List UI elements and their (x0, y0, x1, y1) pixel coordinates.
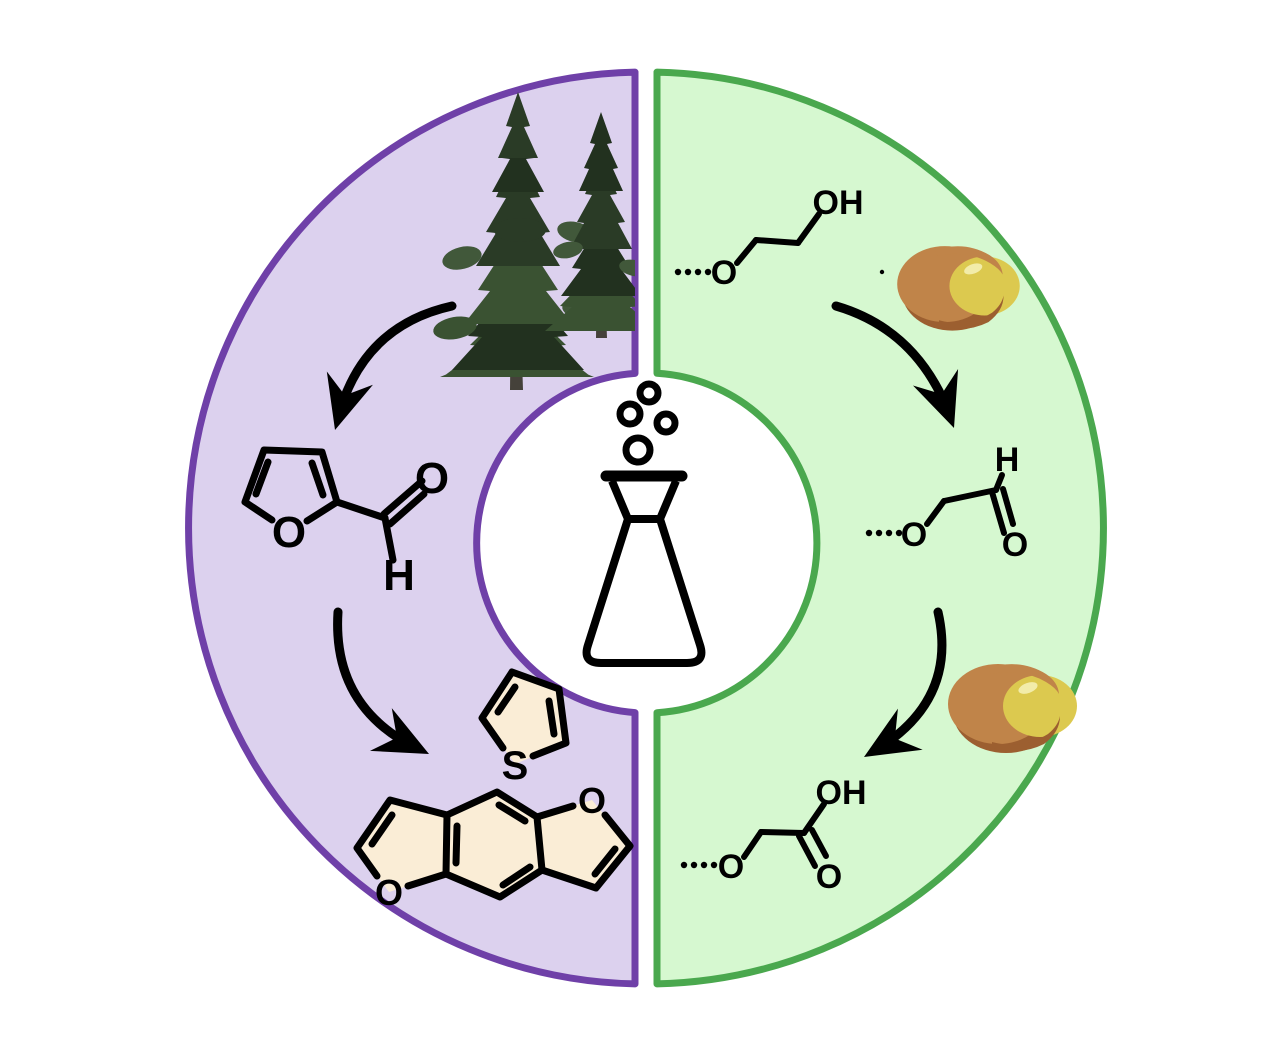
bubble-icon (622, 434, 654, 466)
curved-arrow-aldehyde-to-acid (864, 607, 947, 757)
peg-acid-carbonyl-oxygen-label: O (816, 858, 842, 896)
furfural-carbonyl-oxygen-label: O (415, 454, 449, 503)
thiophene-sulfur-label: S (502, 744, 529, 788)
pine-trees-image (433, 92, 635, 390)
peg-acid-structure: O OH O (680, 774, 867, 896)
furfural-structure: O O H (241, 446, 449, 600)
enzyme-icon-bottom (948, 664, 1077, 753)
ether-linkage-dots (865, 529, 873, 537)
peg-aldehyde-carbonyl-oxygen-label: O (1002, 526, 1028, 564)
curved-arrow-furfural-to-products (333, 607, 429, 754)
benzodifuran-right-oxygen-label: O (578, 780, 606, 821)
bubble-icon (653, 410, 679, 436)
curved-arrow-trees-to-furfural (326, 301, 457, 430)
furfural-ring-oxygen-label: O (272, 508, 306, 557)
peg-aldehyde-structure: O H O (865, 441, 1028, 564)
ether-linkage-dots (680, 861, 688, 869)
bubble-icon (616, 400, 644, 428)
peg-alcohol-hydroxyl-label: OH (813, 184, 864, 222)
pine-tree-small (545, 112, 635, 338)
enzyme-icon-top (897, 246, 1020, 331)
benzodifuran-left-oxygen-label: O (375, 872, 403, 913)
peg-alcohol-ether-oxygen-label: O (711, 254, 737, 292)
speck-dot (879, 269, 885, 275)
peg-acid-hydroxyl-label: OH (816, 774, 867, 812)
bubble-icon (636, 380, 662, 406)
erlenmeyer-flask-icon (582, 380, 706, 667)
peg-acid-ether-oxygen-label: O (718, 848, 744, 886)
furfural-aldehyde-h-label: H (383, 551, 415, 600)
peg-aldehyde-ether-oxygen-label: O (901, 516, 927, 554)
thiophene-structure: S (478, 668, 570, 788)
benzodifuran-structure: O O (353, 780, 634, 913)
peg-alcohol-structure: O OH (674, 184, 864, 292)
ether-linkage-dots (674, 268, 682, 276)
curved-arrow-alcohol-to-aldehyde (831, 301, 959, 428)
peg-aldehyde-h-label: H (995, 441, 1020, 479)
pine-tree-large (433, 92, 602, 390)
